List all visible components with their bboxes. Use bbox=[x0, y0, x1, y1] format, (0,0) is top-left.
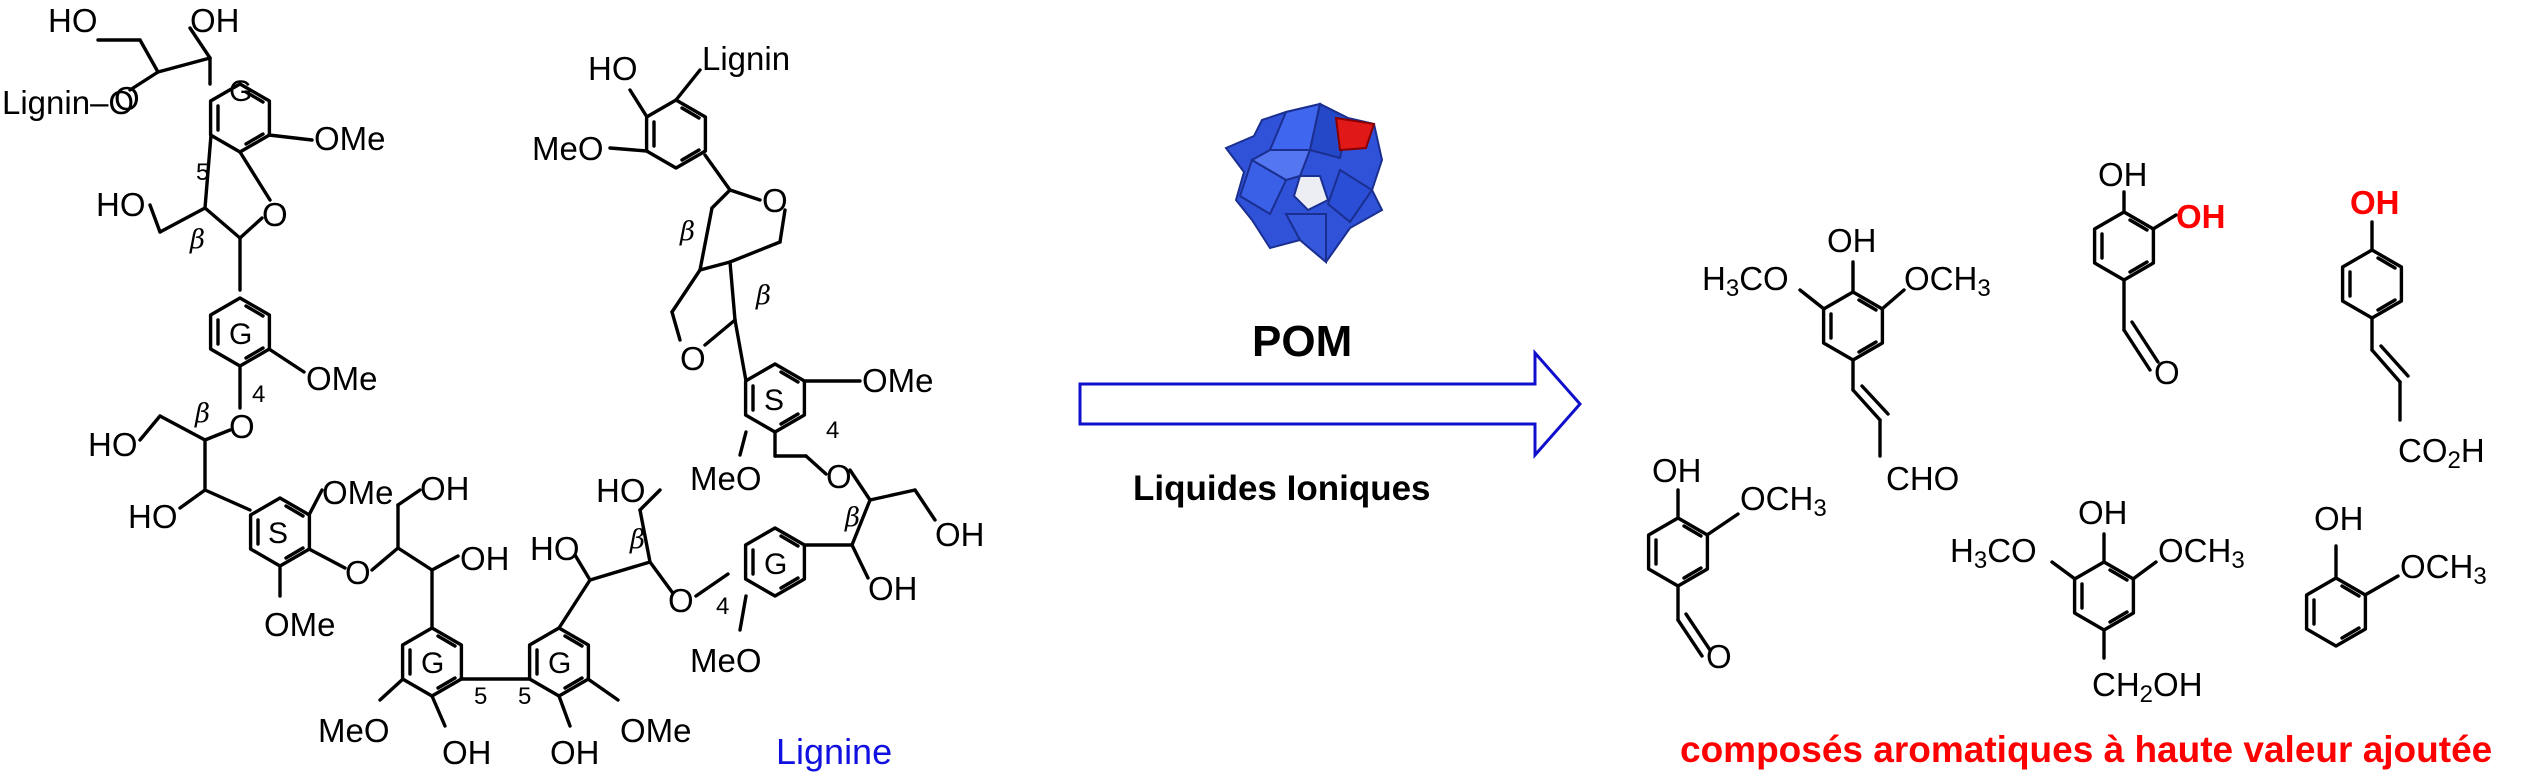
position-label: 4 bbox=[252, 381, 265, 408]
ring-label: G bbox=[229, 318, 252, 351]
methoxy-label: H3CO bbox=[1950, 532, 2037, 574]
furan-o-label: O bbox=[762, 182, 788, 219]
ether-o-label: O bbox=[229, 408, 255, 445]
hydroxyl-label: OH bbox=[190, 2, 240, 39]
methoxy-label: MeO bbox=[690, 460, 762, 497]
ring-label: G bbox=[764, 548, 787, 581]
aldehyde-label: CHO bbox=[1886, 460, 1959, 497]
product-guaiacol: OH OCH3 bbox=[2304, 500, 2487, 648]
furan-o-label: O bbox=[262, 196, 288, 233]
hydroxyl-label: OH bbox=[550, 734, 600, 771]
ring-label: G bbox=[421, 647, 444, 680]
ring-label: G bbox=[229, 75, 252, 108]
lignin-o-label: Lignin–O bbox=[2, 84, 134, 121]
methoxy-label: OCH3 bbox=[1904, 260, 1991, 302]
hydroxyl-label: OH bbox=[2078, 494, 2128, 531]
methoxy-label: OCH3 bbox=[2400, 548, 2487, 590]
hydroxyl-label: OH bbox=[2314, 500, 2364, 537]
lignin-ring-8 bbox=[644, 98, 708, 170]
methoxy-label: H3CO bbox=[1702, 260, 1789, 302]
beta-label: β bbox=[679, 217, 695, 247]
beta-label: β bbox=[755, 281, 771, 311]
hydroxyl-label: HO bbox=[88, 426, 138, 463]
hydroxyl-label: OH bbox=[868, 570, 918, 607]
position-label: 4 bbox=[826, 417, 839, 444]
product-vanillin: OH OCH3 O bbox=[1646, 452, 1827, 675]
product-sinapaldehyde: OH H3CO OCH3 CHO bbox=[1702, 222, 1991, 497]
hydroxyl-label: OH bbox=[2098, 156, 2148, 193]
methoxy-label: MeO bbox=[532, 130, 604, 167]
methoxy-label: MeO bbox=[318, 712, 390, 749]
lignin-structure: G 5 OH O Lignin–O HO OMe O β HO G OMe 4 … bbox=[2, 2, 985, 772]
beta-label: β bbox=[189, 225, 205, 255]
position-label: 5 bbox=[518, 683, 531, 710]
hydroxyl-label: OH bbox=[460, 540, 510, 577]
hydroxymethyl-label: CH2OH bbox=[2092, 666, 2203, 708]
conditions-label: Liquides Ioniques bbox=[1133, 469, 1431, 508]
methoxy-label: OMe bbox=[306, 360, 378, 397]
methoxy-label: OCH3 bbox=[1740, 480, 1827, 522]
methoxy-label: MeO bbox=[690, 642, 762, 679]
furan-o-label: O bbox=[680, 340, 706, 377]
hydroxyl-label: HO bbox=[128, 498, 178, 535]
hydroxyl-highlight: OH bbox=[2176, 198, 2226, 235]
catalyst-label: POM bbox=[1252, 317, 1352, 366]
hydroxyl-label: HO bbox=[530, 530, 580, 567]
hydroxyl-label: HO bbox=[96, 186, 146, 223]
product-syringyl-alcohol: OH H3CO OCH3 CH2OH bbox=[1950, 494, 2245, 708]
ether-o-label: O bbox=[826, 458, 852, 495]
hydroxyl-label: OH bbox=[420, 470, 470, 507]
methoxy-label: OMe bbox=[314, 120, 386, 157]
ring-label: S bbox=[764, 384, 784, 417]
carboxylic-acid-label: CO2H bbox=[2398, 432, 2485, 474]
reaction-arrow-icon bbox=[1078, 349, 1583, 459]
beta-label: β bbox=[844, 503, 860, 533]
hydroxyl-label: HO bbox=[48, 2, 98, 39]
methoxy-label: OCH3 bbox=[2158, 532, 2245, 574]
hydroxyl-label: OH bbox=[442, 734, 492, 771]
position-label: 4 bbox=[716, 593, 729, 620]
position-label: 5 bbox=[474, 683, 487, 710]
pom-catalyst-icon bbox=[1224, 102, 1384, 265]
methoxy-label: OMe bbox=[264, 606, 336, 643]
product-coumaric-acid: OH CO2H bbox=[2340, 184, 2485, 474]
beta-label: β bbox=[629, 525, 645, 555]
lignin-caption: Lignine bbox=[776, 731, 892, 772]
ether-o-label: O bbox=[668, 582, 694, 619]
ether-o-label: O bbox=[114, 80, 140, 117]
carbonyl-o-label: O bbox=[2154, 354, 2180, 391]
hydroxyl-label: OH bbox=[1652, 452, 1702, 489]
hydroxyl-highlight: OH bbox=[2350, 184, 2400, 221]
ring-label: S bbox=[268, 517, 288, 550]
hydroxyl-label: OH bbox=[935, 516, 985, 553]
carbonyl-o-label: O bbox=[1706, 638, 1732, 675]
hydroxyl-label: HO bbox=[588, 50, 638, 87]
hydroxyl-label: HO bbox=[596, 472, 646, 509]
product-protocatechualdehyde: OH OH O bbox=[2092, 156, 2226, 391]
methoxy-label: OMe bbox=[322, 474, 394, 511]
beta-label: β bbox=[194, 399, 210, 429]
products: OH H3CO OCH3 CHO OH OH O OH bbox=[1646, 156, 2492, 770]
methoxy-label: OMe bbox=[620, 712, 692, 749]
hydroxyl-label: OH bbox=[1827, 222, 1877, 259]
lignin-label: Lignin bbox=[702, 40, 790, 77]
methoxy-label: OMe bbox=[862, 362, 934, 399]
ether-o-label: O bbox=[345, 554, 371, 591]
ring-label: G bbox=[548, 647, 571, 680]
products-caption: composés aromatiques à haute valeur ajou… bbox=[1680, 729, 2492, 770]
